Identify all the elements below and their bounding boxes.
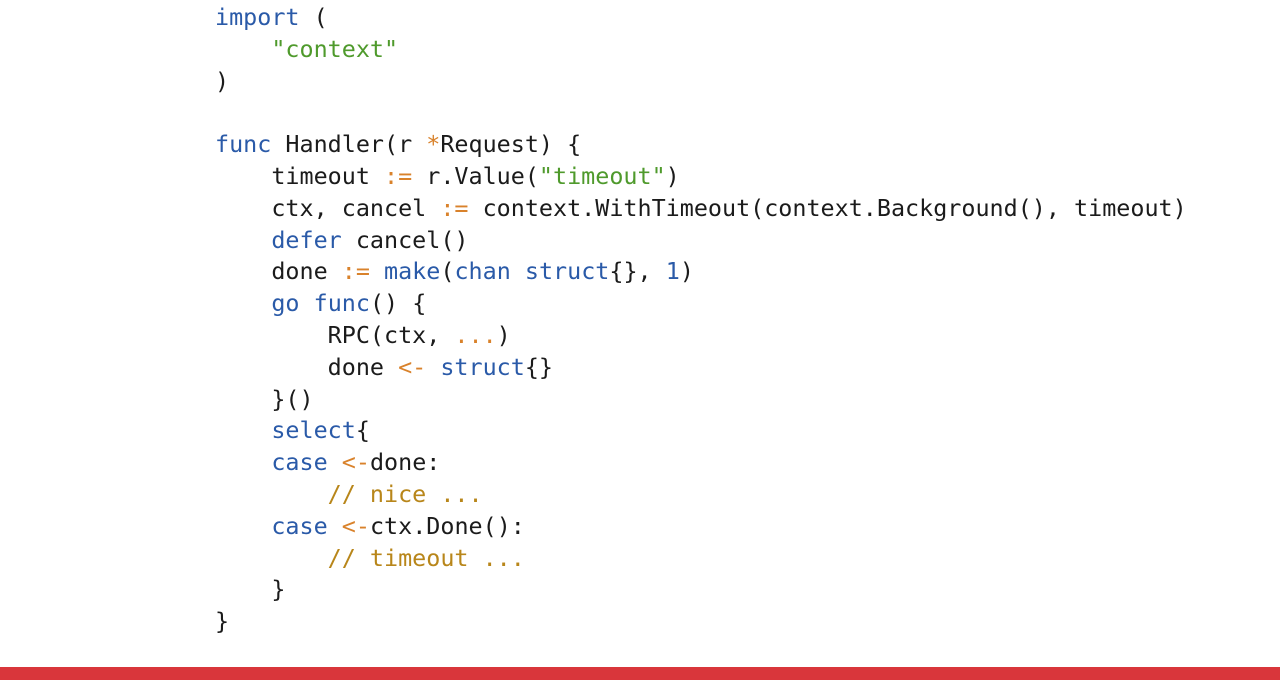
code-token: context.WithTimeout(context.Background()…	[468, 193, 1187, 222]
code-token: "context"	[271, 34, 399, 63]
code-token: // timeout ...	[327, 543, 525, 572]
code-token: {	[355, 416, 370, 445]
code-token: )	[215, 66, 230, 95]
bottom-accent-bar	[0, 667, 1280, 680]
code-line: defer cancel()	[215, 225, 1187, 257]
code-token: "timeout"	[538, 161, 666, 190]
code-line: ctx, cancel := context.WithTimeout(conte…	[215, 193, 1187, 225]
code-token: done:	[369, 448, 441, 477]
code-token: 1	[665, 257, 680, 286]
code-token: RPC(ctx,	[215, 320, 455, 349]
code-token	[328, 512, 342, 540]
code-line: // nice ...	[215, 479, 1187, 511]
code-token: }	[215, 607, 230, 636]
code-token: go	[271, 289, 300, 318]
code-token: defer	[271, 225, 342, 254]
code-token: {}	[524, 352, 554, 381]
code-line: )	[215, 66, 1187, 98]
code-token	[215, 480, 328, 508]
code-token: struct	[524, 257, 610, 286]
code-token: )	[665, 161, 680, 190]
code-token: make	[384, 257, 441, 286]
code-line: go func() {	[215, 288, 1187, 320]
code-line: RPC(ctx, ...)	[215, 320, 1187, 352]
code-token: r.Value(	[412, 161, 539, 190]
code-token: *	[426, 130, 441, 159]
code-token: ctx, cancel	[215, 193, 441, 222]
code-token: }	[215, 575, 286, 604]
code-line: }	[215, 606, 1187, 638]
code-token: :=	[384, 161, 413, 190]
code-token: <-	[341, 511, 370, 540]
code-token: <-	[398, 352, 427, 381]
code-line: done <- struct{}	[215, 352, 1187, 384]
code-token: func	[215, 130, 272, 159]
code-token	[511, 257, 525, 285]
code-token: func	[313, 289, 370, 318]
code-token: )	[496, 320, 511, 349]
code-line: }()	[215, 384, 1187, 416]
code-token: :=	[440, 193, 469, 222]
code-line: func Handler(r *Request) {	[215, 129, 1187, 161]
code-token	[328, 448, 342, 476]
code-line: select{	[215, 415, 1187, 447]
code-token: Handler(r	[271, 130, 427, 159]
code-token	[215, 416, 271, 444]
code-token: ...	[454, 320, 497, 349]
code-line: // timeout ...	[215, 543, 1187, 575]
code-block: import ( "context") func Handler(r *Requ…	[215, 2, 1187, 638]
code-token: cancel()	[341, 225, 469, 254]
code-token: }()	[215, 384, 314, 413]
code-token: case	[271, 448, 328, 477]
code-token	[215, 226, 271, 254]
code-line: }	[215, 574, 1187, 606]
code-line: case <-ctx.Done():	[215, 511, 1187, 543]
code-token	[215, 289, 271, 317]
code-token	[215, 512, 271, 540]
code-token: (	[299, 3, 328, 31]
code-token	[215, 448, 271, 476]
code-token: (	[440, 257, 455, 286]
code-line	[215, 97, 1187, 129]
code-token	[215, 544, 328, 572]
code-line: timeout := r.Value("timeout")	[215, 161, 1187, 193]
code-token: chan	[454, 257, 511, 286]
code-token: {},	[609, 257, 666, 286]
code-line: "context"	[215, 34, 1187, 66]
code-token	[300, 289, 314, 317]
code-token: timeout	[215, 161, 384, 190]
code-token: struct	[440, 352, 525, 381]
code-token: select	[271, 416, 356, 445]
code-token: ctx.Done():	[369, 511, 525, 540]
code-token: () {	[369, 289, 427, 318]
code-token: // nice ...	[327, 479, 483, 508]
code-line: case <-done:	[215, 447, 1187, 479]
code-token: Request) {	[440, 130, 582, 159]
code-token: done	[215, 352, 399, 381]
code-token	[426, 353, 440, 381]
code-token: :=	[341, 257, 370, 286]
code-line: done := make(chan struct{}, 1)	[215, 256, 1187, 288]
code-token: import	[215, 3, 300, 31]
code-line: import (	[215, 2, 1187, 34]
code-token	[215, 35, 271, 63]
code-token: )	[679, 257, 694, 286]
code-token: <-	[341, 448, 370, 477]
code-token	[370, 257, 384, 285]
code-token: done	[215, 257, 342, 286]
code-token: case	[271, 511, 328, 540]
